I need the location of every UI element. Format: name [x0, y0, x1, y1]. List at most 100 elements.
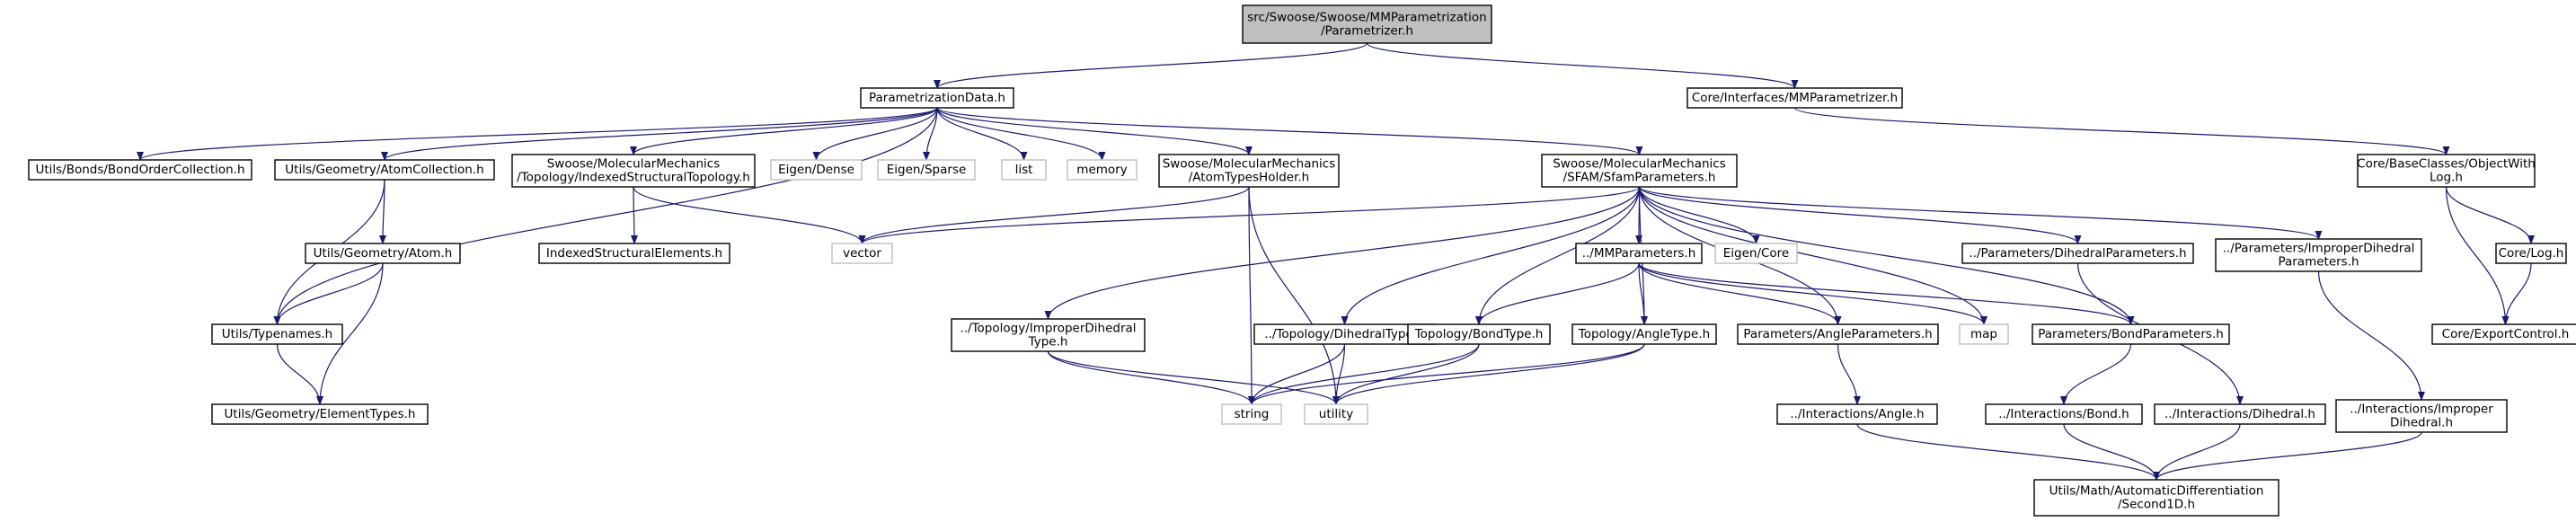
node-atom[interactable]: Utils/Geometry/Atom.h	[305, 243, 461, 264]
node-sfam[interactable]: Swoose/MolecularMechanics/SFAM/SfamParam…	[1541, 154, 1738, 188]
node-label: /SFAM/SfamParameters.h	[1563, 171, 1716, 185]
node-box	[1686, 87, 1903, 109]
node-memory: memory	[1067, 159, 1138, 181]
node-label: Log.h	[2430, 171, 2463, 185]
node-typenames[interactable]: Utils/Typenames.h	[211, 323, 343, 345]
edge-mmparams-to-angleparams	[1638, 262, 1842, 325]
node-box	[2032, 323, 2230, 345]
edge-mmparams-to-map	[1638, 262, 1987, 325]
edge-sfam-to-vector	[858, 186, 1641, 244]
edge-mmparam-to-objwithlog	[1793, 107, 2450, 155]
node-dihedraltype[interactable]: ../Topology/DihedralType.h	[1253, 323, 1436, 345]
node-mmparam[interactable]: Core/Interfaces/MMParametrizer.h	[1686, 87, 1903, 109]
node-box	[2431, 323, 2576, 345]
node-label: utility	[1319, 407, 1353, 421]
edge-mmparams-to-bondparams	[1638, 262, 2135, 325]
node-label: vector	[843, 246, 881, 261]
node-root: src/Swoose/Swoose/MMParametrization/Para…	[1242, 4, 1492, 44]
edge-root-to-mmparam	[1366, 42, 1799, 89]
node-box	[538, 243, 730, 264]
node-box	[1961, 243, 2194, 264]
node-bondparams[interactable]: Parameters/BondParameters.h	[2032, 323, 2230, 345]
node-utility: utility	[1304, 403, 1368, 425]
node-elementtypes[interactable]: Utils/Geometry/ElementTypes.h	[211, 403, 429, 425]
edge-sfam-to-improperparams	[1638, 186, 2323, 240]
node-box	[2495, 243, 2567, 264]
edge-angletype-to-string	[1248, 343, 1645, 405]
edge-bondparams-to-bondinter	[2060, 343, 2132, 405]
node-improperinter[interactable]: ../Interactions/ImproperDihedral.h	[2335, 399, 2508, 433]
node-box	[1001, 159, 1047, 181]
node-angleparams[interactable]: Parameters/AngleParameters.h	[1737, 323, 1939, 345]
node-label: ../MMParameters.h	[1582, 246, 1696, 261]
node-dihedralinter[interactable]: ../Interactions/Dihedral.h	[2154, 403, 2326, 425]
edge-pdata-to-memory	[936, 107, 1106, 161]
node-second1d[interactable]: Utils/Math/AutomaticDifferentiation/Seco…	[2033, 479, 2279, 517]
node-pdata[interactable]: ParametrizationData.h	[860, 87, 1014, 109]
edge-angleinter-to-second1d	[1856, 423, 2160, 481]
node-bondinter[interactable]: ../Interactions/Bond.h	[1985, 403, 2143, 425]
edge-improperparams-to-improperinter	[2317, 270, 2425, 401]
node-label: ../Interactions/Dihedral.h	[2164, 407, 2315, 421]
edge-sfam-to-bondparams	[1638, 186, 2135, 325]
node-box	[2357, 154, 2536, 188]
node-indexedelems[interactable]: IndexedStructuralElements.h	[538, 243, 730, 264]
edge-mmparams-to-angletype	[1638, 262, 1648, 325]
node-box	[1242, 4, 1492, 44]
node-atomtypes[interactable]: Swoose/MolecularMechanics/AtomTypesHolde…	[1158, 154, 1340, 188]
edge-mmparams-to-bondtype	[1475, 262, 1640, 325]
node-corelog[interactable]: Core/Log.h	[2495, 243, 2567, 264]
node-label: Dihedral.h	[2390, 416, 2453, 430]
node-label: Core/BaseClasses/ObjectWith	[2357, 157, 2536, 172]
node-label: Utils/Geometry/Atom.h	[314, 246, 453, 261]
edge-angletype-to-utility	[1332, 343, 1645, 405]
node-label: /Parametrizer.h	[1321, 24, 1413, 39]
node-exportctrl[interactable]: Core/ExportControl.h	[2431, 323, 2576, 345]
edge-bondinter-to-second1d	[2063, 423, 2160, 481]
node-label: Topology/AngleType.h	[1578, 327, 1710, 341]
node-box	[2154, 403, 2326, 425]
node-label: ../Interactions/Angle.h	[1790, 407, 1924, 421]
node-box	[1221, 403, 1282, 425]
node-box	[1158, 154, 1340, 188]
node-mmparams[interactable]: ../MMParameters.h	[1575, 243, 1703, 264]
node-bondtype[interactable]: Topology/BondType.h	[1407, 323, 1551, 345]
node-label: Utils/Geometry/ElementTypes.h	[225, 407, 416, 421]
node-angleinter[interactable]: ../Interactions/Angle.h	[1776, 403, 1938, 425]
node-dihedralparams[interactable]: ../Parameters/DihedralParameters.h	[1961, 243, 2194, 264]
node-label: ../Interactions/Bond.h	[1998, 407, 2129, 421]
node-atomcoll[interactable]: Utils/Geometry/AtomCollection.h	[274, 159, 495, 181]
node-angletype[interactable]: Topology/AngleType.h	[1571, 323, 1717, 345]
node-box	[1959, 323, 2009, 345]
node-label: Parameters/AngleParameters.h	[1743, 327, 1932, 341]
node-indexedtopo[interactable]: Swoose/MolecularMechanics/Topology/Index…	[511, 154, 756, 188]
edge-pdata-to-atomcoll	[381, 107, 938, 161]
edge-sfam-to-dihedralparams	[1638, 186, 2082, 244]
node-label: ../Interactions/Improper	[2350, 403, 2493, 417]
node-label: map	[1970, 327, 1997, 341]
edge-pdata-to-list	[936, 107, 1028, 161]
node-eigendense: Eigen/Dense	[770, 159, 863, 181]
node-bondorder[interactable]: Utils/Bonds/BondOrderCollection.h	[28, 159, 252, 181]
node-box	[1776, 403, 1938, 425]
node-label: Parameters/BondParameters.h	[2038, 327, 2224, 341]
node-box	[951, 318, 1146, 352]
edge-sfam-to-dihedraltype	[1341, 186, 1641, 325]
node-label: /AtomTypesHolder.h	[1189, 171, 1310, 185]
node-eigencore: Eigen/Core	[1714, 243, 1798, 264]
node-improperparams[interactable]: ../Parameters/ImproperDihedralParameters…	[2215, 238, 2422, 272]
node-box	[1571, 323, 1717, 345]
edge-atomtypes-to-utility	[1248, 186, 1340, 405]
node-label: /Topology/IndexedStructuralTopology.h	[517, 171, 750, 185]
edge-dihedraltype-to-string	[1248, 343, 1346, 405]
node-map: map	[1959, 323, 2009, 345]
node-box	[877, 159, 976, 181]
node-box	[1541, 154, 1738, 188]
node-box	[511, 154, 756, 188]
node-label: Core/Interfaces/MMParametrizer.h	[1692, 91, 1898, 105]
edge-sfam-to-eigencore	[1638, 186, 1760, 244]
node-label: /Second1D.h	[2118, 498, 2195, 512]
